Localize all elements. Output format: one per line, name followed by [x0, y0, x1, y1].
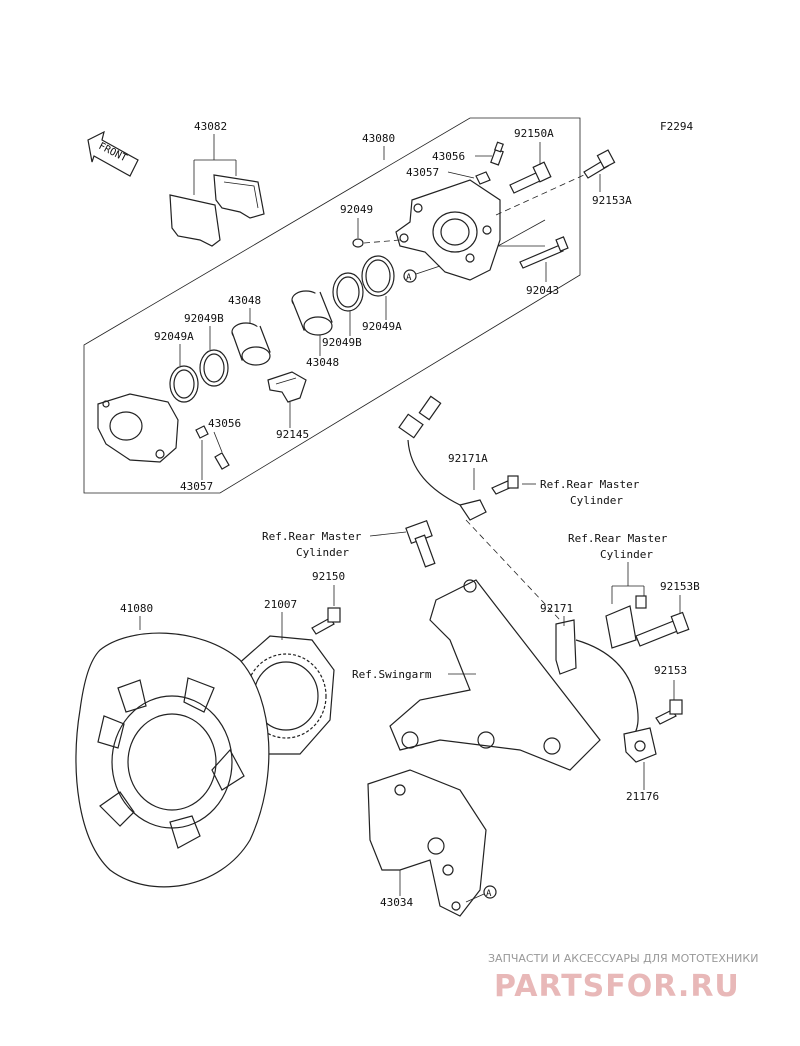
part-number-43048-bottom: 43048 [306, 356, 339, 369]
ref-rear-master-3-line2: Cylinder [600, 548, 653, 561]
ref-rear-master-2-line2: Cylinder [296, 546, 349, 559]
brake-pads [169, 134, 265, 247]
part-number-92150: 92150 [312, 570, 345, 583]
bolt-92153b [635, 611, 690, 647]
part-number-43082: 43082 [194, 120, 227, 133]
part-number-92049b-left: 92049B [184, 312, 224, 325]
bolt-92150 [311, 607, 341, 635]
part-number-92153b: 92153B [660, 580, 700, 593]
bolt-92171a [491, 475, 519, 495]
part-number-21176: 21176 [626, 790, 659, 803]
part-number-92049: 92049 [340, 203, 373, 216]
swingarm [389, 579, 601, 771]
part-number-43034: 43034 [380, 896, 413, 909]
part-number-43057-top: 43057 [406, 166, 439, 179]
seal-92049b-left [199, 349, 229, 387]
watermark-brand: PARTSFOR.RU [494, 969, 740, 1004]
part-number-43056-top: 43056 [432, 150, 465, 163]
part-number-92049b-right: 92049B [322, 336, 362, 349]
ref-rear-master-1-line1: Ref.Rear Master [540, 478, 640, 491]
abs-sensor-21176 [623, 727, 657, 763]
part-number-43080: 43080 [362, 132, 395, 145]
brake-disc-41080 [75, 632, 270, 888]
part-number-92049a-left: 92049A [154, 330, 194, 343]
part-number-92049a-right: 92049A [362, 320, 402, 333]
pad-pin-92150a [509, 161, 552, 194]
ref-swingarm: Ref.Swingarm [352, 668, 432, 681]
seal-92049a-right [361, 255, 395, 297]
part-number-43048-top: 43048 [228, 294, 261, 307]
washer-92049 [352, 238, 364, 248]
watermark-subtitle: ЗАПЧАСТИ И АКСЕССУАРЫ ДЛЯ МОТОТЕХНИКИ [488, 952, 758, 965]
callout-a-bottom [483, 885, 497, 899]
figure-code: F2294 [660, 120, 693, 133]
bolt-92153 [655, 699, 683, 725]
sensor-bracket [555, 619, 577, 675]
ref-rear-master-1-line2: Cylinder [570, 494, 623, 507]
part-number-92171a: 92171A [448, 452, 488, 465]
callout-a-top-letter: A [406, 273, 412, 283]
piston-43048-right [291, 290, 333, 336]
bleeder-valve-top [490, 141, 504, 166]
front-arrow-icon: FRONT [87, 130, 139, 177]
caliper-bracket-43034 [367, 769, 487, 917]
slide-pin-92043 [519, 236, 569, 269]
callout-a-bottom-letter: A [486, 889, 492, 899]
ref-rear-master-2-line1: Ref.Rear Master [262, 530, 362, 543]
part-number-43057-bottom: 43057 [180, 480, 213, 493]
part-number-92153: 92153 [654, 664, 687, 677]
piston-43048-left [231, 322, 271, 366]
part-number-21007: 21007 [264, 598, 297, 611]
caliper-body-outer [395, 179, 501, 281]
abs-sensor-upper [398, 395, 487, 521]
callout-a-top [403, 269, 417, 283]
part-number-92150a: 92150A [514, 127, 554, 140]
part-number-43056-bottom: 43056 [208, 417, 241, 430]
seal-92049b-right [332, 272, 364, 312]
part-number-92145: 92145 [276, 428, 309, 441]
bleeder-cap-top [475, 171, 491, 185]
part-number-41080: 41080 [120, 602, 153, 615]
bleeder-valve-bottom [214, 452, 230, 470]
part-number-92171: 92171 [540, 602, 573, 615]
seal-92049a-left [169, 365, 199, 403]
pad-spring-92145 [267, 371, 307, 403]
mounting-bolt-92153a [583, 149, 616, 179]
bleeder-cap-bottom [195, 425, 209, 439]
caliper-body-inner [97, 393, 179, 463]
caliper-group-outline [83, 117, 581, 494]
part-number-92043: 92043 [526, 284, 559, 297]
hose-clamp-bracket [605, 605, 637, 649]
sensor-wire [575, 639, 639, 739]
part-number-92153a: 92153A [592, 194, 632, 207]
ref-rear-master-3-line1: Ref.Rear Master [568, 532, 668, 545]
hose-fitting-mid [405, 519, 436, 568]
bolt-small-bracket [635, 595, 647, 609]
